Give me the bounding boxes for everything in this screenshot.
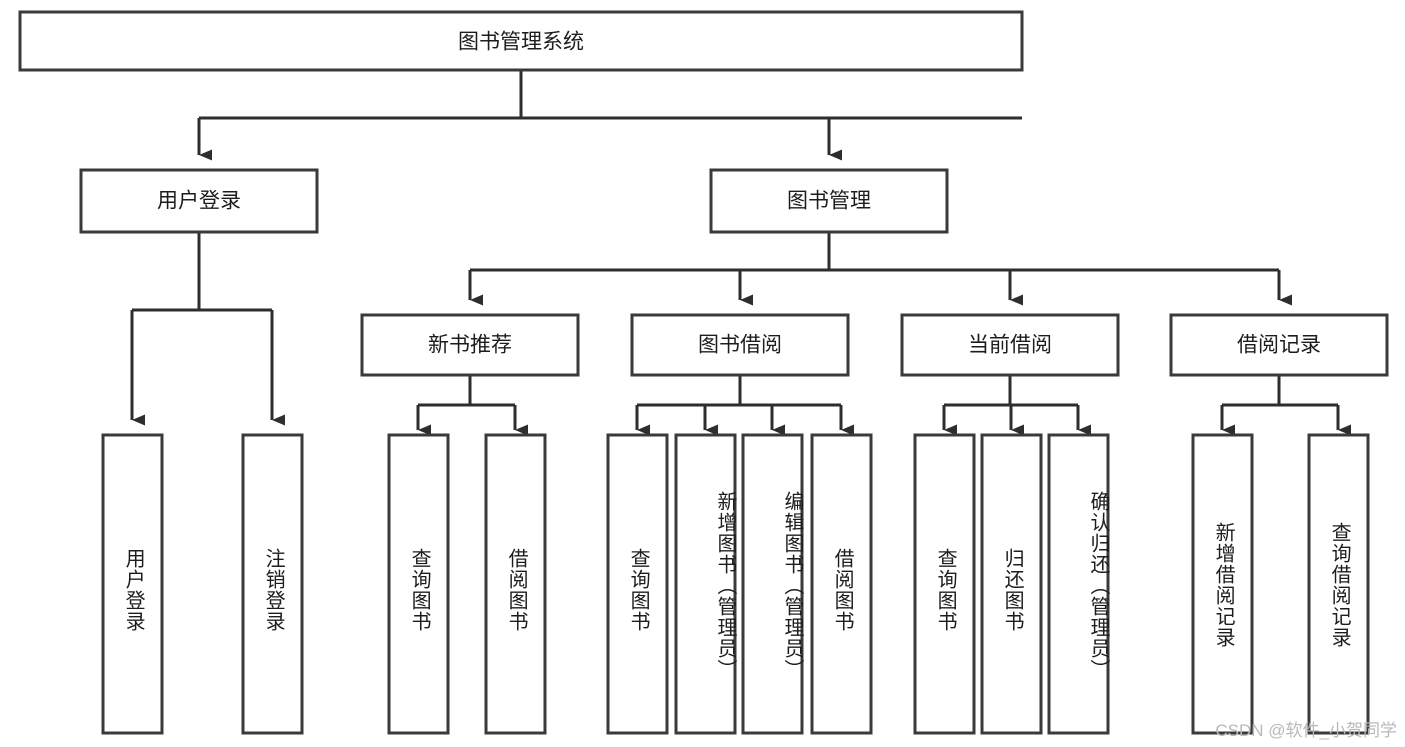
node-borrow-record-label: 借阅记录 — [1237, 334, 1321, 357]
edge-book-borrow-to-leaves — [635, 375, 854, 436]
edge-book-manage-to-level3 — [468, 232, 1292, 306]
leaf-box-add-borrow-record[interactable] — [1191, 433, 1254, 735]
node-user-login-label: 用户登录 — [157, 190, 241, 213]
leaf-box-logout[interactable] — [241, 433, 304, 735]
edge-new-book-to-leaves — [416, 375, 528, 436]
node-root[interactable]: 图书管理系统 — [18, 10, 1024, 72]
leaf-box-query-book-bb[interactable] — [606, 433, 669, 735]
edge-root-to-level2 — [197, 70, 1022, 161]
leaf-box-query-borrow-record[interactable] — [1307, 433, 1370, 735]
csdn-watermark: CSDN @软件_小贺同学 — [1215, 721, 1397, 740]
leaf-box-borrow-book-bb[interactable] — [810, 433, 873, 735]
leaf-box-query-book-cb[interactable] — [913, 433, 976, 735]
leaf-box-user-login[interactable] — [101, 433, 164, 735]
leaf-box-confirm-return-admin[interactable] — [1047, 433, 1110, 735]
leaf-box-return-book[interactable] — [980, 433, 1043, 735]
node-book-borrow[interactable]: 图书借阅 — [630, 313, 850, 377]
node-current-borrow[interactable]: 当前借阅 — [900, 313, 1120, 377]
edge-user-login-to-leaves — [130, 232, 285, 426]
node-user-login[interactable]: 用户登录 — [79, 168, 319, 234]
node-new-book-recommend-label: 新书推荐 — [428, 334, 512, 357]
node-book-management-label: 图书管理 — [787, 190, 871, 213]
leaf-box-borrow-book-nb[interactable] — [484, 433, 547, 735]
leaf-box-add-book-admin[interactable] — [674, 433, 737, 735]
node-book-management[interactable]: 图书管理 — [709, 168, 949, 234]
node-root-label: 图书管理系统 — [458, 31, 584, 54]
edge-current-borrow-to-leaves — [942, 375, 1091, 436]
node-current-borrow-label: 当前借阅 — [968, 334, 1052, 357]
edge-borrow-record-to-leaves — [1220, 375, 1351, 436]
node-book-borrow-label: 图书借阅 — [698, 334, 782, 357]
node-new-book-recommend[interactable]: 新书推荐 — [360, 313, 580, 377]
leaf-box-edit-book-admin[interactable] — [741, 433, 804, 735]
node-borrow-record[interactable]: 借阅记录 — [1169, 313, 1389, 377]
leaf-box-query-book-nb[interactable] — [387, 433, 450, 735]
